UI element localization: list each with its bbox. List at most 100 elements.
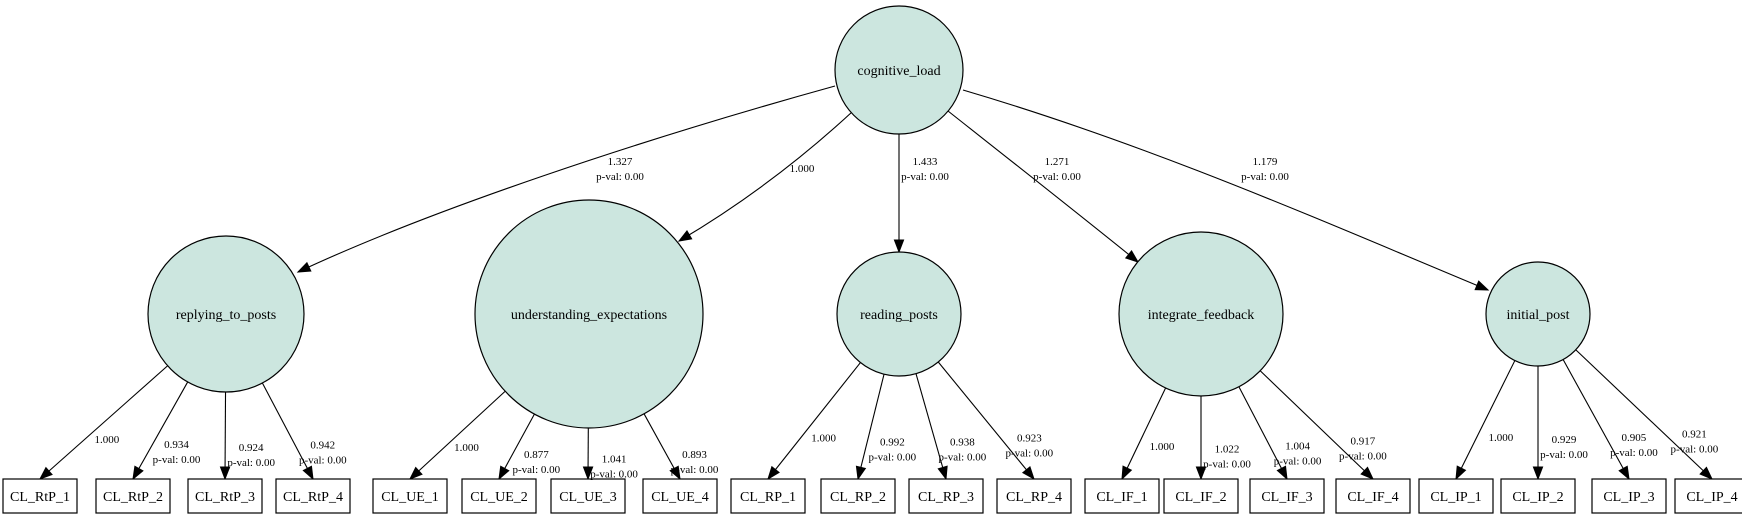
edge-label-CL_IF_3-loading: 1.004 — [1285, 440, 1310, 452]
latent-label: reading_posts — [860, 308, 938, 323]
indicator-label: CL_RtP_3 — [195, 490, 255, 505]
edge-cognitive_load-to-understanding_expectations — [678, 111, 853, 242]
indicator-label: CL_RP_1 — [740, 490, 796, 505]
arrowhead-CL_UE_4 — [669, 465, 681, 481]
edge-label-reading_posts-loading: 1.433 — [913, 156, 938, 168]
indicator-node-CL_RP_4: CL_RP_4 — [996, 478, 1072, 514]
edge-cognitive_load-to-integrate_feedback — [947, 110, 1139, 263]
indicator-label: CL_UE_2 — [470, 490, 528, 505]
edge-label-CL_RtP_3-pval: p-val: 0.00 — [227, 457, 275, 469]
arrowhead-CL_IP_3 — [1618, 465, 1630, 481]
edge-label-CL_IF_4-loading: 0.917 — [1351, 435, 1376, 447]
indicator-label: CL_RP_3 — [918, 490, 974, 505]
edge-label-CL_UE_4-pval: p-val: 0.00 — [671, 464, 719, 476]
latent-label: initial_post — [1507, 308, 1570, 323]
arrowhead-CL_IF_2 — [1195, 466, 1207, 481]
arrowhead-CL_RtP_2 — [132, 465, 144, 481]
indicator-node-CL_RtP_1: CL_RtP_1 — [2, 478, 78, 514]
edge-label-CL_RtP_2-pval: p-val: 0.00 — [153, 454, 201, 466]
edge-label-CL_RP_2-loading: 0.992 — [880, 436, 905, 448]
indicator-box — [730, 478, 806, 514]
latent-node-integrate_feedback: integrate_feedback — [1118, 231, 1284, 397]
latent-circle — [1118, 231, 1284, 397]
latent-node-cognitive_load: cognitive_load — [834, 5, 964, 135]
edge-label-CL_RP_3-loading: 0.938 — [950, 436, 975, 448]
edge-label-CL_IF_2-loading: 1.022 — [1215, 443, 1240, 455]
edge-reading_posts-to-CL_RP_3 — [915, 373, 947, 480]
indicator-node-CL_IP_4: CL_IP_4 — [1674, 478, 1742, 514]
edge-replying_to_posts-to-CL_RtP_2 — [132, 381, 189, 480]
indicator-label: CL_UE_3 — [559, 490, 617, 505]
edge-label-CL_IP_4-pval: p-val: 0.00 — [1671, 444, 1719, 456]
arrowhead-CL_RP_2 — [855, 465, 867, 481]
edge-label-understanding_expectations-loading: 1.000 — [790, 163, 815, 175]
edge-label-CL_UE_1: 1.000 — [454, 442, 479, 454]
latent-circle — [836, 251, 962, 377]
indicator-node-CL_IF_3: CL_IF_3 — [1249, 478, 1325, 514]
indicator-node-CL_RtP_4: CL_RtP_4 — [275, 478, 351, 514]
arrowhead-CL_RtP_3 — [219, 466, 231, 481]
edge-label-CL_RtP_1: 1.000 — [94, 434, 119, 446]
arrowhead-CL_UE_2 — [498, 465, 510, 481]
edge-label-reading_posts: 1.433 p-val: 0.00 — [901, 156, 949, 183]
indicator-box — [1249, 478, 1325, 514]
arrowhead-CL_IP_2 — [1532, 466, 1544, 481]
latent-label: replying_to_posts — [176, 308, 276, 323]
edge-label-CL_IF_1-loading: 1.000 — [1150, 441, 1175, 453]
edge-label-CL_IP_3-pval: p-val: 0.00 — [1610, 447, 1658, 459]
indicator-box — [1500, 478, 1576, 514]
edge-integrate_feedback-to-CL_IF_4 — [1259, 370, 1374, 480]
indicator-node-CL_IF_2: CL_IF_2 — [1163, 478, 1239, 514]
indicator-node-CL_UE_4: CL_UE_4 — [642, 478, 718, 514]
edge-label-initial_post-loading: 1.179 — [1253, 156, 1278, 168]
edge-label-integrate_feedback-loading: 1.271 — [1045, 156, 1070, 168]
edge-label-CL_IP_1: 1.000 — [1488, 432, 1513, 444]
edge-label-CL_IF_4: 0.917 p-val: 0.00 — [1339, 435, 1387, 462]
edge-label-CL_IF_4-pval: p-val: 0.00 — [1339, 450, 1387, 462]
latent-node-reading_posts: reading_posts — [836, 251, 962, 377]
arrowhead-replying_to_posts — [296, 261, 312, 273]
indicator-node-CL_RtP_2: CL_RtP_2 — [95, 478, 171, 514]
indicator-node-CL_UE_1: CL_UE_1 — [372, 478, 448, 514]
arrowhead-CL_UE_1 — [408, 466, 423, 480]
indicator-node-CL_IF_1: CL_IF_1 — [1084, 478, 1160, 514]
edge-understanding_expectations-to-CL_UE_1 — [409, 390, 506, 480]
indicator-box — [187, 478, 263, 514]
indicator-node-CL_IP_3: CL_IP_3 — [1591, 478, 1667, 514]
latent-node-understanding_expectations: understanding_expectations — [474, 199, 704, 429]
indicator-box — [908, 478, 984, 514]
edge-label-CL_RP_1: 1.000 — [811, 433, 836, 445]
edge-replying_to_posts-to-CL_RtP_3 — [224, 391, 227, 480]
indicator-box — [2, 478, 78, 514]
indicator-box — [820, 478, 896, 514]
latent-label: integrate_feedback — [1148, 308, 1255, 323]
arrowhead-CL_RP_3 — [937, 465, 948, 481]
arrowhead-CL_IF_4 — [1360, 466, 1375, 480]
indicator-label: CL_UE_4 — [651, 490, 709, 505]
indicator-node-CL_UE_3: CL_UE_3 — [550, 478, 626, 514]
arrowhead-CL_IP_1 — [1455, 465, 1467, 481]
arrowhead-CL_RtP_4 — [302, 465, 314, 481]
edge-initial_post-to-CL_IP_4 — [1575, 349, 1713, 480]
edge-label-replying_to_posts-pval: p-val: 0.00 — [596, 171, 644, 183]
edge-reading_posts-to-CL_RP_4 — [937, 361, 1035, 480]
edge-label-CL_RP_3-pval: p-val: 0.00 — [939, 451, 987, 463]
edge-cognitive_load-to-replying_to_posts — [297, 85, 836, 273]
edge-label-CL_RP_4-pval: p-val: 0.00 — [1006, 448, 1054, 460]
edge-label-reading_posts-pval: p-val: 0.00 — [901, 171, 949, 183]
indicator-box — [95, 478, 171, 514]
edge-label-CL_RP_4-loading: 0.923 — [1017, 433, 1042, 445]
edge-label-initial_post-pval: p-val: 0.00 — [1241, 171, 1289, 183]
indicator-node-CL_RP_3: CL_RP_3 — [908, 478, 984, 514]
edge-label-CL_IP_2-loading: 0.929 — [1552, 434, 1577, 446]
arrowhead-CL_UE_3 — [582, 466, 594, 481]
edge-reading_posts-to-CL_RP_2 — [857, 374, 885, 480]
nodes-layer: cognitive_load replying_to_posts understan… — [2, 5, 1742, 514]
indicator-box — [275, 478, 351, 514]
